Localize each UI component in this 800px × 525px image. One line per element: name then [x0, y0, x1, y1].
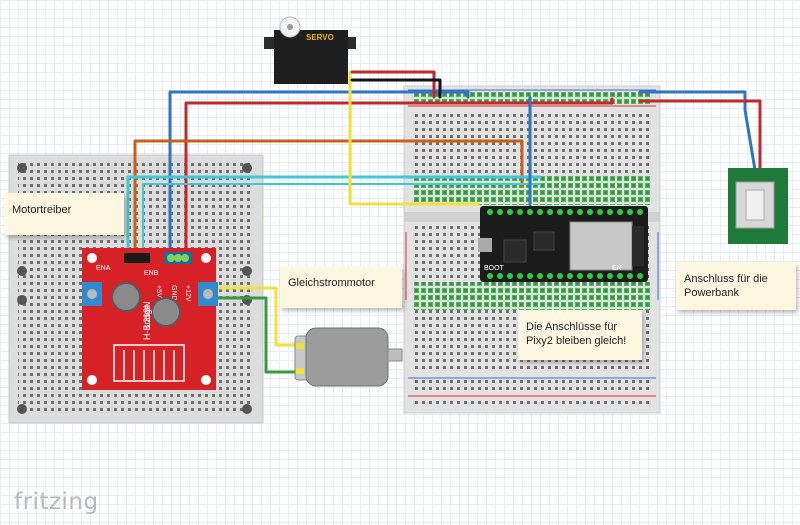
wire-yellow-servo	[348, 70, 480, 206]
note-motortreiber-text: Motortreiber	[12, 204, 72, 216]
wire-yellow-motor	[212, 286, 302, 347]
hbridge-12v-label: +12V	[184, 285, 191, 302]
note-powerbank: Anschluss für die Powerbank	[676, 262, 796, 310]
wires	[126, 70, 762, 374]
wire-orange	[133, 139, 524, 257]
note-powerbank-line2: Powerbank	[684, 287, 740, 299]
l298n-hbridge: ENA ENB +5V GND +12V L298N H-Bridge	[82, 248, 218, 390]
note-motortreiber: Motortreiber	[4, 193, 124, 235]
esp32-boot-label: BOOT	[484, 265, 505, 272]
servo-motor: SERVO	[264, 16, 356, 84]
note-pixy2: Die Anschlüsse für Pixy2 bleiben gleich!	[518, 310, 642, 360]
hbridge-enb-label: ENB	[144, 270, 159, 277]
wire-black-servo	[350, 78, 442, 99]
note-pixy2-line2: Pixy2 bleiben gleich!	[526, 335, 627, 347]
note-powerbank-line1: Anschluss für die	[684, 273, 768, 285]
hbridge-5v-label: +5V	[155, 285, 162, 298]
wire-red-servo	[350, 70, 436, 99]
note-gleichstrommotor-text: Gleichstrommotor	[288, 277, 375, 289]
hbridge-ena-label: ENA	[96, 265, 111, 272]
wire-red-usb	[638, 99, 762, 174]
dc-motor	[294, 327, 403, 387]
esp32-pins-top	[487, 209, 643, 215]
wire-cyan-1	[126, 175, 542, 257]
esp32-en-label: EN	[612, 265, 622, 272]
servo-label: SERVO	[306, 33, 334, 42]
usb-connector	[728, 168, 788, 244]
esp32-board: BOOT EN	[478, 206, 648, 282]
wire-blue-top	[168, 90, 470, 257]
wire-green-motor	[212, 296, 302, 374]
fritzing-logo: fritzing	[14, 489, 99, 515]
hbridge-label-2: H-Bridge	[142, 304, 152, 340]
hbridge-gnd-label: GND	[170, 285, 177, 301]
note-gleichstrommotor: Gleichstrommotor	[280, 266, 402, 308]
hbridge-label-1: L298N	[142, 301, 152, 328]
esp32-pins-bottom	[487, 273, 643, 279]
wire-red-top	[184, 97, 614, 257]
wire-cyan-2	[142, 183, 541, 256]
note-pixy2-line1: Die Anschlüsse für	[526, 321, 618, 333]
